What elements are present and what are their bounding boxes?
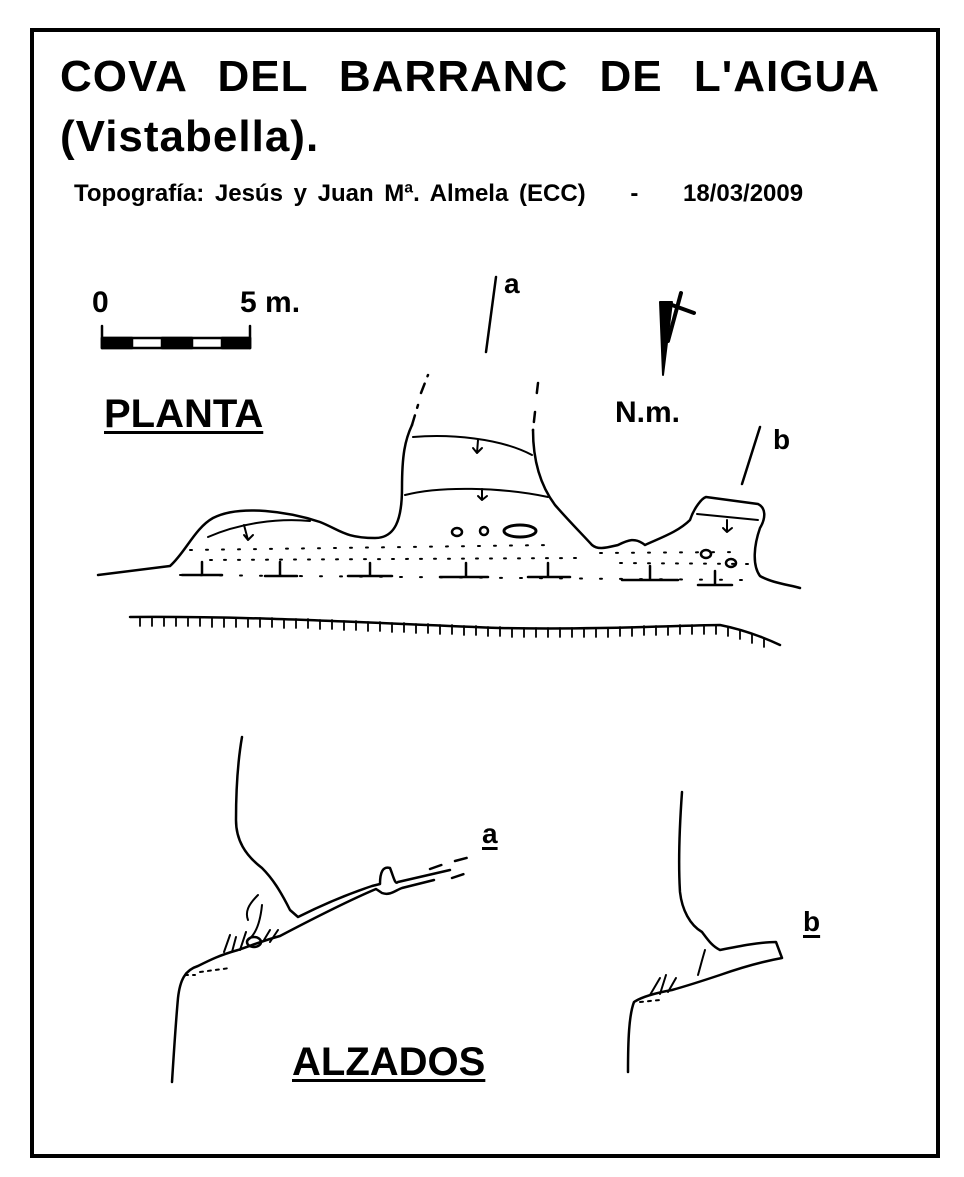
cave-title: COVA DEL BARRANC DE L'AIGUA xyxy=(60,52,880,101)
north-arrow-icon xyxy=(659,291,696,376)
credit-separator: - xyxy=(630,180,639,207)
plan-view xyxy=(96,373,802,648)
scale-end-label: 5 m. xyxy=(240,286,301,319)
section-a-label: a xyxy=(504,268,520,299)
section-a-line xyxy=(484,275,498,354)
map-frame xyxy=(30,28,940,1158)
elevation-a-profile xyxy=(170,735,472,1084)
elevations-heading: ALZADOS xyxy=(292,1040,486,1084)
section-b-line xyxy=(740,425,762,486)
elevation-b-profile xyxy=(626,790,784,1074)
survey-authors: Topografía: Jesús y Juan Mª. Almela (ECC… xyxy=(74,180,586,207)
profile-b-label: b xyxy=(803,906,821,937)
survey-credit: Topografía: Jesús y Juan Mª. Almela (ECC… xyxy=(74,180,803,208)
survey-date: 18/03/2009 xyxy=(682,180,804,207)
scale-bar xyxy=(100,324,252,350)
north-label: N.m. xyxy=(615,396,681,429)
section-b-label: b xyxy=(773,424,791,455)
cave-location: (Vistabella). xyxy=(60,112,320,161)
plan-heading: PLANTA xyxy=(104,392,264,436)
scale-start-label: 0 xyxy=(92,286,109,319)
profile-a-label: a xyxy=(482,818,498,849)
